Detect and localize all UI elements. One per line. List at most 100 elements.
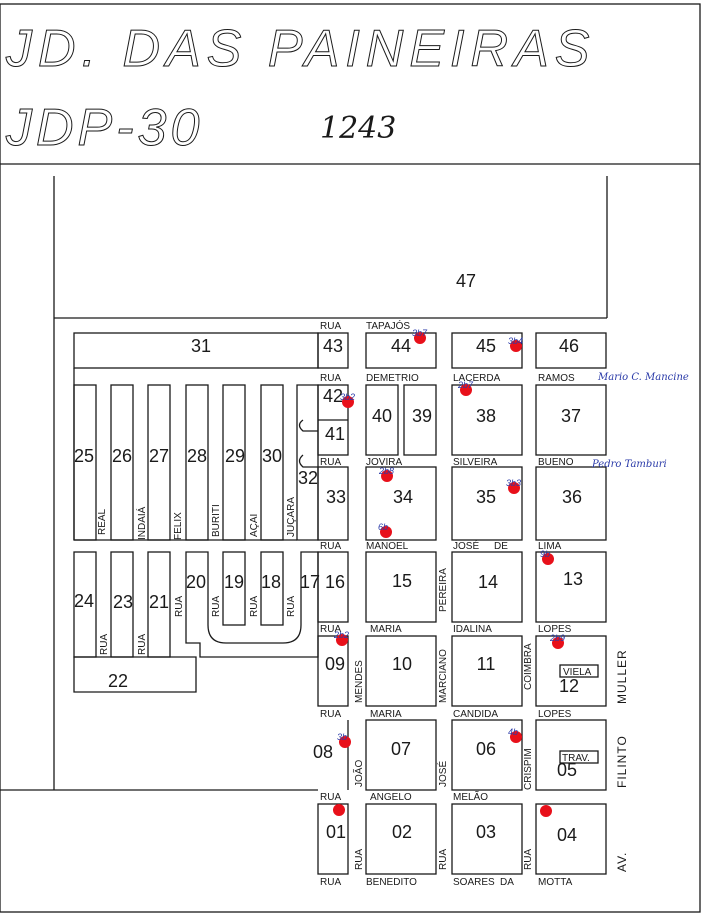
street-label: VIELA <box>563 667 592 678</box>
street-label: LOPES <box>538 624 572 635</box>
red-marker-dot <box>339 736 351 748</box>
street-label: MANOEL <box>366 541 409 552</box>
street-label: INDAIÁ <box>135 506 148 540</box>
lot-code-annotation: 3b2 <box>340 392 355 402</box>
block-number-12: 12 <box>559 676 579 696</box>
block-outline-44 <box>365 332 437 369</box>
street-label: REAL <box>97 508 108 535</box>
block-number-37: 37 <box>561 406 581 426</box>
lot-code-annotation: 3b3 <box>506 478 521 488</box>
block-outline-09 <box>317 635 349 707</box>
block-outline-13 <box>535 551 607 623</box>
map-frame <box>0 3 701 913</box>
block-number-29: 29 <box>225 446 245 466</box>
block-outline-26 <box>110 384 134 541</box>
block-outline-30 <box>260 384 284 541</box>
block-number-42: 42 <box>323 386 343 406</box>
block-number-31: 31 <box>191 336 211 356</box>
block-outline-46 <box>535 332 607 369</box>
street-label: FILINTO <box>615 735 629 788</box>
block-outline-16 <box>317 551 349 623</box>
map-code: JDP-30 <box>5 99 203 157</box>
block-outline-45 <box>451 332 523 369</box>
block-number-36: 36 <box>562 487 582 507</box>
street-label: ANGELO <box>370 792 412 803</box>
block-number-09: 09 <box>325 654 345 674</box>
street-label: MULLER <box>615 649 629 704</box>
lot-code-annotation: 9b <box>540 549 550 559</box>
street-label: MELÃO <box>453 790 488 803</box>
street-label: LOPES <box>538 709 572 720</box>
block-outline-12 <box>535 635 607 707</box>
block-number-35: 35 <box>476 487 496 507</box>
lot-code-annotation: 4b <box>508 727 518 737</box>
block-number-30: 30 <box>262 446 282 466</box>
block-number-39: 39 <box>412 406 432 426</box>
block-number-27: 27 <box>149 446 169 466</box>
street-label: RUA <box>354 849 365 870</box>
street-label: RUA <box>174 596 185 617</box>
block-outline-15 <box>365 551 437 623</box>
block-number-08: 08 <box>313 742 333 762</box>
block-number-10: 10 <box>392 654 412 674</box>
red-marker-dot <box>510 340 522 352</box>
street-label: RUA <box>320 709 341 720</box>
street-label: MARIA <box>370 624 402 635</box>
red-marker-dot <box>414 332 426 344</box>
block-number-05: 05 <box>557 760 577 780</box>
red-marker-dot <box>333 804 345 816</box>
block-number-15: 15 <box>392 571 412 591</box>
block-outline-03 <box>451 803 523 875</box>
block-number-25: 25 <box>74 446 94 466</box>
street-label: DEMETRIO <box>366 373 419 384</box>
street-label: RUA <box>320 541 341 552</box>
block-number-03: 03 <box>476 822 496 842</box>
lot-code-annotation: 3b7 <box>412 328 428 338</box>
block-outline-04 <box>535 803 607 875</box>
street-label: RUA <box>99 634 110 655</box>
trav-box <box>559 750 599 764</box>
block-number-32: 32 <box>298 468 318 488</box>
block-number-06: 06 <box>476 739 496 759</box>
street-label: CRISPIM <box>523 748 534 790</box>
block-number-34: 34 <box>393 487 413 507</box>
block-outline-06 <box>451 719 523 791</box>
street-label: RUA <box>211 596 222 617</box>
street-label: MOTTA <box>538 877 573 888</box>
street-label: JUÇARA <box>286 497 297 537</box>
block-outline-35 <box>451 466 523 541</box>
street-label: SOARES <box>453 877 495 888</box>
block-number-16: 16 <box>325 572 345 592</box>
lot-code-annotation: 3b <box>337 732 347 742</box>
block-number-14: 14 <box>478 572 498 592</box>
lot-code-annotation: 2b2 <box>333 630 349 640</box>
handwritten-owner-name: Mario C. Mancine <box>597 372 689 383</box>
street-label: BURITI <box>211 504 222 537</box>
block-outline-39 <box>403 384 437 456</box>
street-label: BUENO <box>538 457 574 468</box>
street-label: TRAV. <box>562 753 590 764</box>
street-label: FELIX <box>173 512 184 540</box>
street-label: MARIA <box>370 709 402 720</box>
lot-code-annotation: 6b <box>378 522 388 532</box>
block-number-46: 46 <box>559 336 579 356</box>
red-marker-dot <box>380 526 392 538</box>
lot-code-annotation: 3b4 <box>508 336 523 346</box>
block-outline-22 <box>73 656 197 693</box>
block-outline-05 <box>535 719 607 791</box>
street-label: RUA <box>320 457 341 468</box>
block-outline-33 <box>317 466 349 541</box>
red-marker-dot <box>508 482 520 494</box>
street-label: RUA <box>320 373 341 384</box>
block-outline-07 <box>365 719 437 791</box>
red-marker-dot <box>342 396 354 408</box>
block-number-38: 38 <box>476 406 496 426</box>
block-number-45: 45 <box>476 336 496 356</box>
viela-box <box>559 664 599 678</box>
block-number-19: 19 <box>224 572 244 592</box>
street-label: IDALINA <box>453 624 492 635</box>
block-number-26: 26 <box>112 446 132 466</box>
block-number-24: 24 <box>74 591 94 611</box>
block-number-02: 02 <box>392 822 412 842</box>
